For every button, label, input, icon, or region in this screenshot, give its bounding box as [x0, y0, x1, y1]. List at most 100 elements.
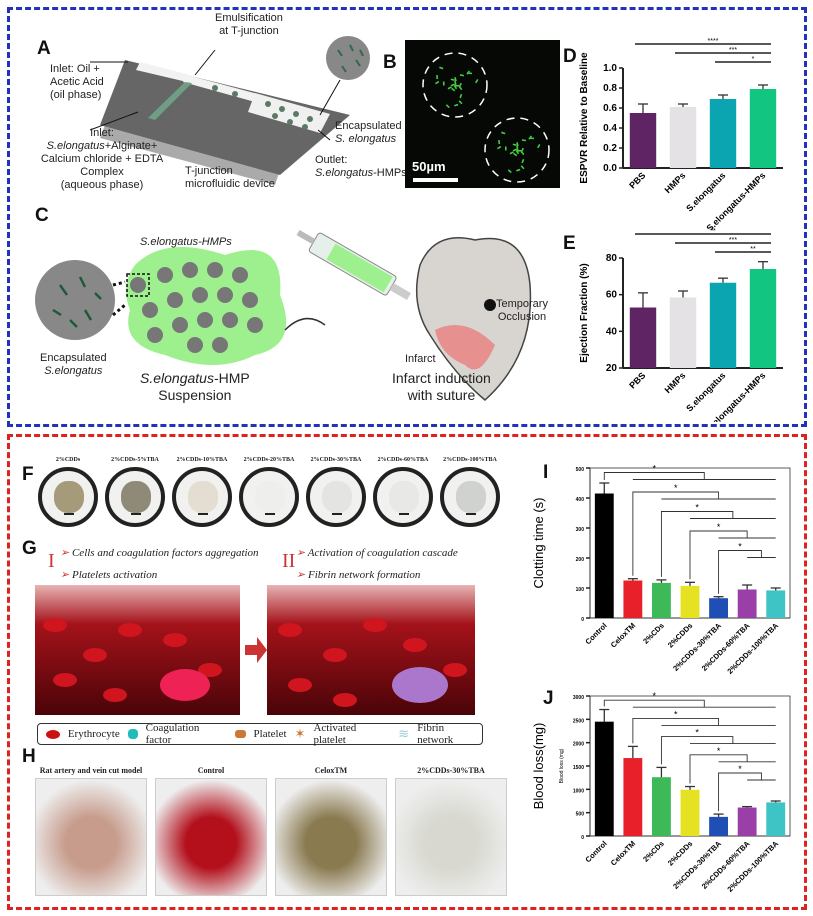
- bar: [709, 282, 737, 368]
- erythrocyte: [333, 693, 357, 707]
- x-tick-label: S.elongatus: [684, 370, 727, 413]
- significance-bracket: [660, 511, 776, 577]
- sample-dish: [38, 467, 98, 527]
- bacteria-cell: [513, 152, 518, 157]
- hydrogel-microparticle: [167, 292, 183, 308]
- x-tick-label: CeloxTM: [609, 621, 637, 649]
- bacteria-cell: [454, 77, 457, 82]
- bacteria-cell: [498, 139, 501, 145]
- y-tick-label: 20: [606, 363, 618, 374]
- panel-label-h: H: [22, 746, 36, 767]
- panel-label-e: E: [563, 233, 576, 254]
- bar: [737, 589, 757, 618]
- y-tick-label: 500: [576, 467, 585, 473]
- significance-label: *: [674, 709, 678, 719]
- significance-label: *: [717, 746, 721, 756]
- inlet-oil-label: Inlet: Oil +Acetic Acid(oil phase): [50, 63, 104, 101]
- experiment-photo: [155, 778, 267, 896]
- bacteria-cell: [453, 85, 458, 90]
- y-tick-label: 40: [606, 326, 618, 337]
- coagulation-factor-icon: [127, 729, 138, 739]
- experiment-photo: [275, 778, 387, 896]
- significance-bracket: [689, 754, 776, 784]
- significance-label: *: [695, 503, 699, 513]
- significance-label: *: [653, 691, 657, 701]
- legend-label: Platelet: [253, 728, 287, 740]
- erythrocyte: [323, 648, 347, 662]
- coagulation-illustration: [35, 585, 475, 715]
- x-tick-label: CeloxTM: [609, 839, 637, 867]
- bacteria-cell: [445, 104, 450, 109]
- y-tick-label: 2500: [573, 718, 584, 724]
- hydrogel-microparticle: [192, 287, 208, 303]
- significance-bracket: [603, 699, 776, 708]
- sample-dish: [373, 467, 433, 527]
- erythrocyte: [278, 623, 302, 637]
- scale-bar: [332, 513, 342, 515]
- hmp-injection-illustration: [35, 229, 532, 401]
- sample-pellet: [322, 481, 352, 513]
- bacteria-cell: [459, 74, 465, 77]
- significance-label: *: [695, 728, 699, 738]
- significance-label: *: [717, 522, 721, 532]
- bacteria-cell: [516, 168, 521, 172]
- bacteria-cell: [435, 80, 440, 85]
- bar: [623, 758, 643, 836]
- scale-bar: [399, 513, 409, 515]
- erythrocyte: [43, 618, 67, 632]
- hydrogel-microparticle: [242, 292, 258, 308]
- legend-label: Activated platelet: [313, 722, 357, 746]
- bar: [623, 580, 643, 618]
- bacteria-cell: [516, 142, 519, 147]
- bacteria-cell: [497, 145, 502, 150]
- sample-pellet: [456, 481, 486, 513]
- bacteria-cell: [521, 158, 525, 164]
- bar: [629, 113, 657, 168]
- significance-bracket: [689, 530, 776, 580]
- sample-pellet: [255, 481, 285, 513]
- sample-dish: [440, 467, 500, 527]
- bar: [749, 269, 777, 368]
- y-tick-label: 300: [576, 527, 585, 533]
- bacteria-cell: [521, 139, 527, 142]
- bar: [680, 789, 700, 836]
- hydrogel-microparticle: [130, 277, 146, 293]
- panel-label-i: I: [543, 462, 549, 483]
- x-tick-label: 2%CDDs-30%TBA: [671, 621, 723, 673]
- x-tick-label: HMPs: [663, 170, 688, 195]
- hydrogel-microparticle: [222, 312, 238, 328]
- y-tick-label: 0.2: [603, 143, 617, 154]
- erythrocyte: [198, 663, 222, 677]
- sample-pellet: [54, 481, 84, 513]
- bacteria-cell: [455, 85, 459, 87]
- bacteria-cell: [458, 100, 463, 105]
- bacteria-cell: [439, 66, 444, 70]
- erythrocyte: [163, 633, 187, 647]
- bacteria-cell: [504, 146, 507, 151]
- panel-label-f: F: [22, 464, 34, 485]
- infarct-label: Infarct: [405, 353, 436, 365]
- significance-label: *: [653, 464, 657, 474]
- microfluidic-chip: [89, 36, 370, 185]
- dish-label: 2%CDDs: [55, 457, 81, 463]
- y-tick-label: 100: [576, 587, 585, 593]
- y-tick-label: 1.0: [603, 63, 617, 74]
- bacteria-cell: [520, 165, 525, 170]
- significance-label: ***: [729, 47, 737, 54]
- hydrogel-microparticle: [232, 267, 248, 283]
- bacteria-cell: [501, 131, 506, 135]
- panel-label-d: D: [563, 46, 577, 67]
- platelet-icon: [234, 730, 246, 738]
- erythrocyte: [403, 638, 427, 652]
- sample-dish: [172, 467, 232, 527]
- scale-bar: [198, 513, 208, 515]
- x-tick-label: 2%CDs: [641, 839, 666, 864]
- experiment-photo: [35, 778, 147, 896]
- x-tick-label: PBS: [627, 370, 647, 390]
- bar: [652, 777, 671, 836]
- hydrogel-microparticle: [187, 337, 203, 353]
- bacteria-cell: [450, 78, 455, 82]
